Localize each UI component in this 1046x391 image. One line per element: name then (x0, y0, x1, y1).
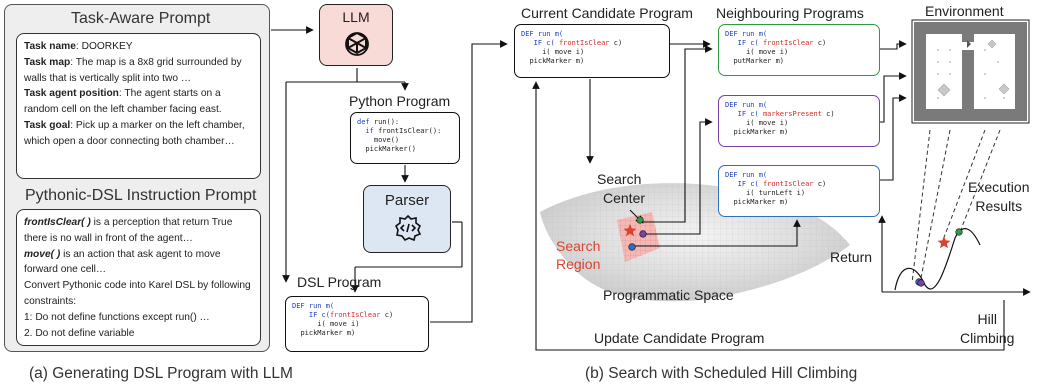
neighbouring-programs-label: Neighbouring Programs (716, 5, 864, 21)
environment-label: Environment (925, 3, 1004, 19)
dsl-program-label: DSL Program (297, 274, 382, 290)
task-map-key: Task map (24, 56, 71, 68)
python-program-box: def run(): if frontIsClear(): move() pic… (350, 112, 460, 164)
dsl-line-3: i( move i) (317, 320, 360, 329)
n3-line-4: pickMarker m) (733, 198, 789, 207)
dsl-line-2b: frontIsClear (329, 311, 381, 320)
search-center-line-2: Center (603, 189, 646, 206)
dsl-instruction-prompt-title: Pythonic-DSL Instruction Prompt (25, 187, 257, 204)
python-code-tx-0: run(): (373, 118, 400, 126)
task-aware-prompt-card: Task name: DOORKEY Task map: The map is … (16, 33, 261, 179)
cand-line-2a: IF c( (533, 39, 559, 48)
search-center-label: Search Center (597, 170, 645, 208)
dsl-line-2a: IF c( (308, 311, 330, 320)
execution-results-label: Execution Results (968, 178, 1029, 216)
task-aware-prompt-title: Task-Aware Prompt (71, 10, 211, 27)
search-region-line-1: Search (556, 238, 601, 254)
neighbour-program-1: DEF run m( IF c( frontIsClear c) i( move… (718, 24, 880, 76)
llm-box: LLM (319, 4, 393, 66)
n2-line-4: pickMarker m) (733, 128, 789, 137)
python-code-tx-2: move() (357, 136, 400, 145)
dsl-perception-value: is a perception that return True there i… (24, 217, 233, 244)
dsl-convert-instruction: Convert Pythonic code into Karel DSL by … (24, 280, 251, 308)
neighbour-program-3: DEF run m( IF c( frontIsClear c) i( turn… (718, 165, 880, 217)
n1-line-2a: IF c( (737, 39, 763, 48)
cand-line-4: pickMarker m) (529, 57, 585, 66)
neighbour-program-2: DEF run m( IF c( markersPresent c) i( mo… (718, 95, 880, 147)
n2-line-2c: c) (821, 110, 835, 119)
programmatic-space-label: Programmatic Space (603, 287, 734, 303)
dsl-action-key: move( ) (24, 248, 61, 260)
dsl-program-box: DEF run m( IF c(frontIsClear c) i( move … (285, 296, 429, 352)
caption-a: (a) Generating DSL Program with LLM (29, 365, 293, 382)
hill-climbing-label: Hill Climbing (960, 310, 1014, 348)
python-code-kw-1: if (357, 127, 379, 136)
cand-line-2c: c) (609, 39, 623, 48)
current-candidate-box: DEF run m( IF c( frontIsClear c) i( move… (514, 24, 670, 78)
code-brackets-icon (394, 214, 422, 242)
task-position-key: Task agent position (24, 88, 119, 100)
n2-line-2b: markersPresent (762, 110, 822, 119)
task-position-value: : The agent starts on a random cell on t… (24, 88, 222, 116)
n1-line-4: putMarker m) (733, 57, 785, 66)
openai-icon (345, 32, 369, 56)
parser-box: Parser (363, 185, 451, 253)
n3-line-1: DEF run m( (725, 171, 768, 179)
task-goal-key: Task goal (24, 120, 71, 132)
task-map-value: : The map is a 8x8 grid surrounded by wa… (24, 56, 242, 84)
update-candidate-label: Update Candidate Program (594, 330, 765, 346)
n3-line-2c: c) (813, 180, 827, 189)
dsl-perception-key: frontIsClear( ) (24, 217, 91, 228)
python-code-tx-3: pickMarker() (357, 145, 417, 154)
environment-grid (911, 19, 1030, 124)
current-candidate-label: Current Candidate Program (521, 5, 693, 21)
n1-line-3: i( move i) (746, 48, 789, 57)
cand-line-1: DEF run m( (521, 30, 564, 38)
task-name-value: : DOORKEY (75, 41, 133, 52)
cand-line-3: i( move i) (542, 48, 585, 57)
search-center-line-1: Search (597, 171, 642, 187)
search-region-line-2: Region (556, 256, 601, 273)
return-label: Return (830, 249, 873, 265)
n3-line-2b: frontIsClear (762, 180, 814, 189)
dsl-action-value: is an action that ask agent to move forw… (24, 248, 221, 276)
task-goal-value: : Pick up a marker on the left chamber, … (24, 120, 245, 147)
arrow-dsl-to-candidate (430, 40, 508, 323)
n2-line-3: i( move i) (746, 119, 789, 128)
dsl-instruction-prompt-card: frontIsClear( ) is a perception that ret… (16, 209, 261, 346)
arrow-update-candidate (532, 81, 1005, 351)
hill-climbing-line-2: Climbing (960, 329, 1015, 346)
python-code-kw-0: def (357, 118, 374, 126)
execution-results-line-1: Execution (968, 179, 1030, 195)
python-program-label: Python Program (349, 93, 451, 109)
task-name-key: Task name (24, 41, 76, 52)
dsl-constraint-1: 1: Do not define functions except run() … (24, 311, 210, 323)
n1-line-2c: c) (813, 39, 827, 48)
n1-line-2b: frontIsClear (762, 39, 814, 48)
caption-b: (b) Search with Scheduled Hill Climbing (585, 365, 858, 382)
cand-line-2b: frontIsClear (558, 39, 610, 48)
dsl-line-2c: c) (380, 311, 394, 320)
n2-line-2a: IF c( (737, 110, 763, 119)
n2-line-1: DEF run m( (725, 101, 768, 109)
prompt-panel: Task-Aware Prompt Task name: DOORKEY Tas… (4, 4, 270, 352)
python-code-tx-1: frontIsClear(): (378, 127, 442, 136)
n3-line-2a: IF c( (737, 180, 763, 189)
dsl-line-4: pickMarker m) (300, 329, 356, 338)
return-curve (894, 228, 981, 291)
n1-line-1: DEF run m( (725, 30, 768, 38)
hill-climbing-line-1: Hill (977, 311, 997, 327)
n3-line-3: i( turnLeft i) (746, 189, 806, 198)
search-region-label: Search Region (556, 237, 600, 273)
dsl-constraint-2: 2. Do not define variable (24, 327, 135, 339)
execution-results-line-2: Results (975, 197, 1023, 214)
parser-label: Parser (384, 192, 430, 209)
llm-label: LLM (342, 9, 370, 25)
dsl-line-1: DEF run m( (292, 302, 335, 310)
python-code: def run(): if frontIsClear(): move() pic… (357, 118, 453, 154)
